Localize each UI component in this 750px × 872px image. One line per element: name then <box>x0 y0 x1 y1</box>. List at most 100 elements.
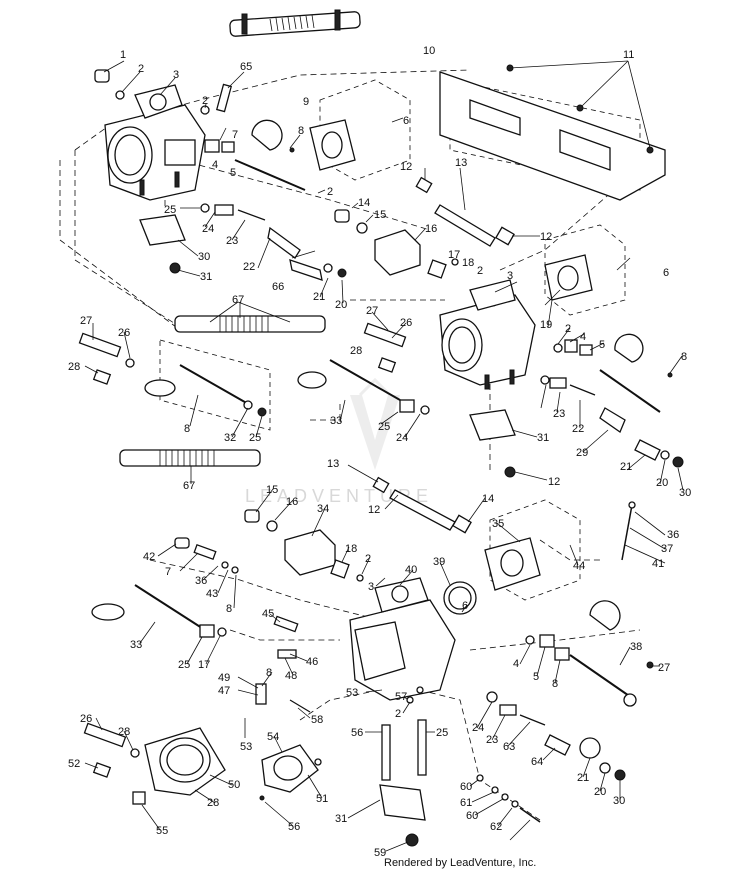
callout-54: 51 <box>316 793 328 805</box>
callout-57: 2 <box>395 708 401 720</box>
callout-8: 8 <box>681 351 687 363</box>
leader-lines <box>84 60 684 852</box>
callout-47: 8 <box>266 667 272 679</box>
callout-16: 34 <box>317 503 329 515</box>
callout-22: 22 <box>243 261 255 273</box>
callout-26: 26 <box>118 327 130 339</box>
callout-27: 27 <box>80 315 92 327</box>
part-67-lower <box>119 449 261 467</box>
part-65-screw <box>200 83 235 153</box>
callout-36: 37 <box>661 543 673 555</box>
callout-37: 41 <box>652 558 664 570</box>
parts-14-18-top <box>334 209 459 279</box>
parts-59-62 <box>476 774 541 823</box>
callout-48: 49 <box>218 672 230 684</box>
callout-23: 22 <box>572 423 584 435</box>
callout-23: 23 <box>226 235 238 247</box>
callout-15: 15 <box>374 209 386 221</box>
callout-12: 12 <box>540 231 552 243</box>
callout-38: 27 <box>658 662 670 674</box>
callout-20: 30 <box>613 795 625 807</box>
callout-1: 1 <box>120 49 126 61</box>
callout-28: 52 <box>68 758 80 770</box>
callout-21: 21 <box>313 291 325 303</box>
render-credit: Rendered by LeadVenture, Inc. <box>384 857 536 869</box>
watermark-logo <box>350 377 400 470</box>
parts-22-31-top <box>139 203 347 281</box>
callout-2: 4 <box>513 658 519 670</box>
callout-18: 2 <box>365 553 371 565</box>
parts-25-33-middle <box>297 322 430 415</box>
callout-36: 43 <box>206 588 218 600</box>
callout-50: 28 <box>207 797 219 809</box>
callout-22: 29 <box>576 447 588 459</box>
callout-25: 25 <box>249 432 261 444</box>
parts-41-43 <box>174 537 239 574</box>
callout-26: 28 <box>118 726 130 738</box>
callout-11: 11 <box>623 49 634 61</box>
callout-labels: 1 2 3 65 2 7 4 5 8 9 10 11 6 12 13 2 14 … <box>68 45 691 859</box>
callout-4: 4 <box>580 331 586 343</box>
callout-24: 24 <box>202 223 214 235</box>
callout-8: 8 <box>298 125 304 137</box>
callout-24: 23 <box>486 734 498 746</box>
parts-2-8-middle-right <box>553 333 673 413</box>
callout-19: 19 <box>540 319 552 331</box>
part-10-mounting-plate <box>439 64 666 201</box>
callout-23: 63 <box>503 741 515 753</box>
callout-58: 57 <box>395 691 407 703</box>
part-9-flange <box>309 119 356 171</box>
callout-18: 18 <box>462 257 474 269</box>
callout-66: 66 <box>272 281 284 293</box>
callout-29: 21 <box>620 461 632 473</box>
callout-5: 5 <box>230 167 236 179</box>
callout-28: 28 <box>68 361 80 373</box>
callout-41: 42 <box>143 551 155 563</box>
studs-56 <box>379 686 427 847</box>
callout-8: 38 <box>630 641 642 653</box>
throttle-shaft-lower <box>91 584 227 638</box>
fuel-tube-top <box>415 176 515 247</box>
callout-25: 25 <box>164 204 176 216</box>
callout-3: 40 <box>405 564 417 576</box>
callout-56: 56 <box>351 727 363 739</box>
parts-20-31-middle <box>469 375 684 478</box>
callout-27: 27 <box>366 305 378 317</box>
callout-14: 15 <box>266 484 278 496</box>
throttle-shaft-top <box>234 119 306 191</box>
callout-31: 31 <box>200 271 212 283</box>
callout-60: 62 <box>490 821 502 833</box>
callout-9: 9 <box>303 96 309 108</box>
parts-26-28-upper <box>78 332 135 385</box>
callout-6: 6 <box>663 267 669 279</box>
callout-27: 26 <box>80 713 92 725</box>
callout-45: 46 <box>306 656 318 668</box>
callout-7: 36 <box>195 575 207 587</box>
part-19-flange <box>544 254 593 301</box>
callout-39: 6 <box>462 600 468 612</box>
callout-5: 5 <box>599 339 605 351</box>
callout-44: 45 <box>262 608 274 620</box>
part-34-flange <box>484 501 636 591</box>
callout-2: 2 <box>477 265 483 277</box>
carburetor-top-left <box>104 84 206 201</box>
callout-25: 24 <box>396 432 408 444</box>
callout-30: 31 <box>537 432 549 444</box>
callout-2: 2 <box>327 186 333 198</box>
parts-20-64-lower <box>486 691 626 781</box>
callout-8: 33 <box>130 639 142 651</box>
callout-30: 30 <box>198 251 210 263</box>
callout-6: 44 <box>573 560 585 572</box>
callout-13: 13 <box>455 157 467 169</box>
callout-46: 48 <box>285 670 297 682</box>
callout-20: 30 <box>679 487 691 499</box>
callout-20: 20 <box>335 299 347 311</box>
callout-63: 64 <box>531 756 543 768</box>
callout-42: 7 <box>165 566 171 578</box>
callout-43: 8 <box>226 603 232 615</box>
callout-3: 3 <box>173 69 179 81</box>
part-52-pump <box>259 744 322 801</box>
part-67-top <box>229 9 361 37</box>
callout-17: 18 <box>345 543 357 555</box>
